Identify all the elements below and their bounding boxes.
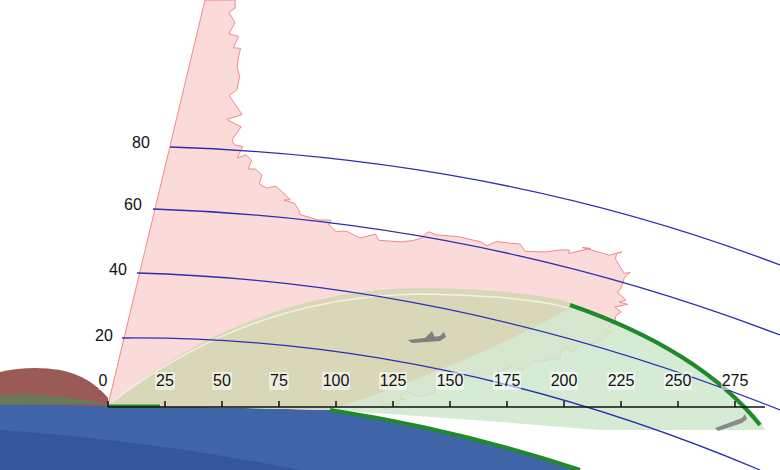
range-label: 100: [322, 372, 351, 390]
coast-green: [0, 394, 108, 405]
coast-land: [0, 368, 108, 406]
aircraft: [408, 331, 446, 343]
range-label: 75: [269, 372, 289, 390]
range-label: 175: [493, 372, 522, 390]
axis-tick: [449, 401, 451, 407]
dome-rim: [112, 294, 568, 402]
altitude-line: [153, 209, 780, 335]
earth-shade: [0, 430, 300, 470]
axis-tick: [221, 401, 223, 407]
altitude-label: 60: [123, 196, 143, 214]
range-label: 250: [664, 372, 693, 390]
radar-horizon-line: [330, 410, 580, 470]
axis-tick: [164, 401, 166, 407]
range-label: 150: [436, 372, 465, 390]
range-label: 225: [607, 372, 636, 390]
axis-tick: [734, 401, 736, 407]
altitude-line: [170, 147, 780, 265]
axis-tick: [506, 401, 508, 407]
range-axis: [108, 406, 765, 408]
range-label: 125: [379, 372, 408, 390]
axis-tick: [392, 401, 394, 407]
range-label: 0: [98, 372, 109, 390]
axis-tick: [107, 401, 109, 407]
axis-tick: [563, 401, 565, 407]
range-label: 25: [155, 372, 175, 390]
coverage-zone: [108, 288, 765, 430]
range-label: 50: [212, 372, 232, 390]
range-label: 275: [721, 372, 750, 390]
detection-dome: [108, 288, 575, 410]
altitude-line: [122, 338, 760, 470]
altitude-label: 40: [108, 261, 128, 279]
axis-tick: [620, 401, 622, 407]
aircraft: [715, 414, 747, 431]
axis-tick: [335, 401, 337, 407]
axis-ticks: [108, 401, 735, 407]
altitude-label: 80: [131, 134, 151, 152]
axis-tick: [278, 401, 280, 407]
axis-tick: [677, 401, 679, 407]
altitude-label: 20: [94, 327, 114, 345]
range-label: 200: [550, 372, 579, 390]
